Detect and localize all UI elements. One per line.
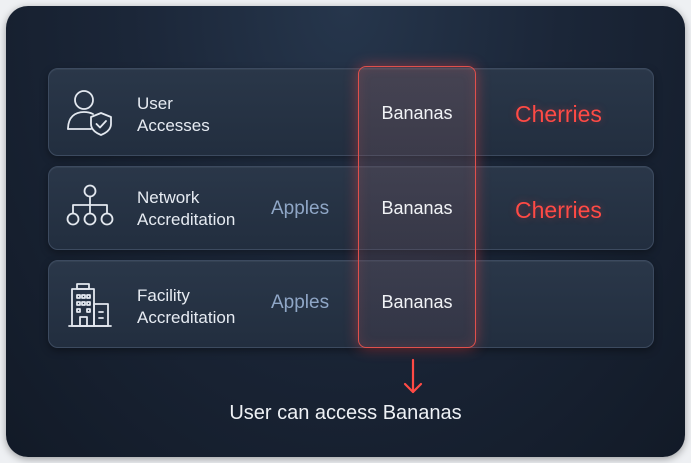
row-label: Facility Accreditation <box>137 285 277 329</box>
building-icon <box>65 279 115 329</box>
row-user-accesses: User Accesses Cherries <box>48 68 654 156</box>
row-label-line1: User <box>137 94 173 113</box>
row-label-line1: Facility <box>137 286 190 305</box>
bananas-label: Bananas <box>381 292 453 312</box>
arrow-down-icon <box>401 358 425 396</box>
row-label-line2: Accreditation <box>137 210 236 229</box>
row-label: User Accesses <box>137 93 277 137</box>
row-label: Network Accreditation <box>137 187 277 231</box>
cherries-label: Cherries <box>515 101 602 127</box>
bananas-label: Bananas <box>381 198 453 218</box>
user-shield-icon <box>65 87 115 137</box>
apples-label: Apples <box>271 292 330 313</box>
bananas-highlight-column: Bananas Bananas Bananas <box>358 66 476 348</box>
diagram-panel: User Accesses Cherries Network Accredita… <box>6 6 685 457</box>
row-network-accreditation: Network Accreditation Apples Cherries <box>48 166 654 250</box>
row-label-line1: Network <box>137 188 200 207</box>
network-hierarchy-icon <box>65 183 115 233</box>
row-facility-accreditation: Facility Accreditation Apples <box>48 260 654 348</box>
bananas-label: Bananas <box>381 103 453 123</box>
result-caption: User can access Bananas <box>229 402 462 424</box>
cherries-label: Cherries <box>515 197 602 223</box>
row-label-line2: Accesses <box>137 116 210 135</box>
row-label-line2: Accreditation <box>137 308 236 327</box>
apples-label: Apples <box>271 198 330 219</box>
